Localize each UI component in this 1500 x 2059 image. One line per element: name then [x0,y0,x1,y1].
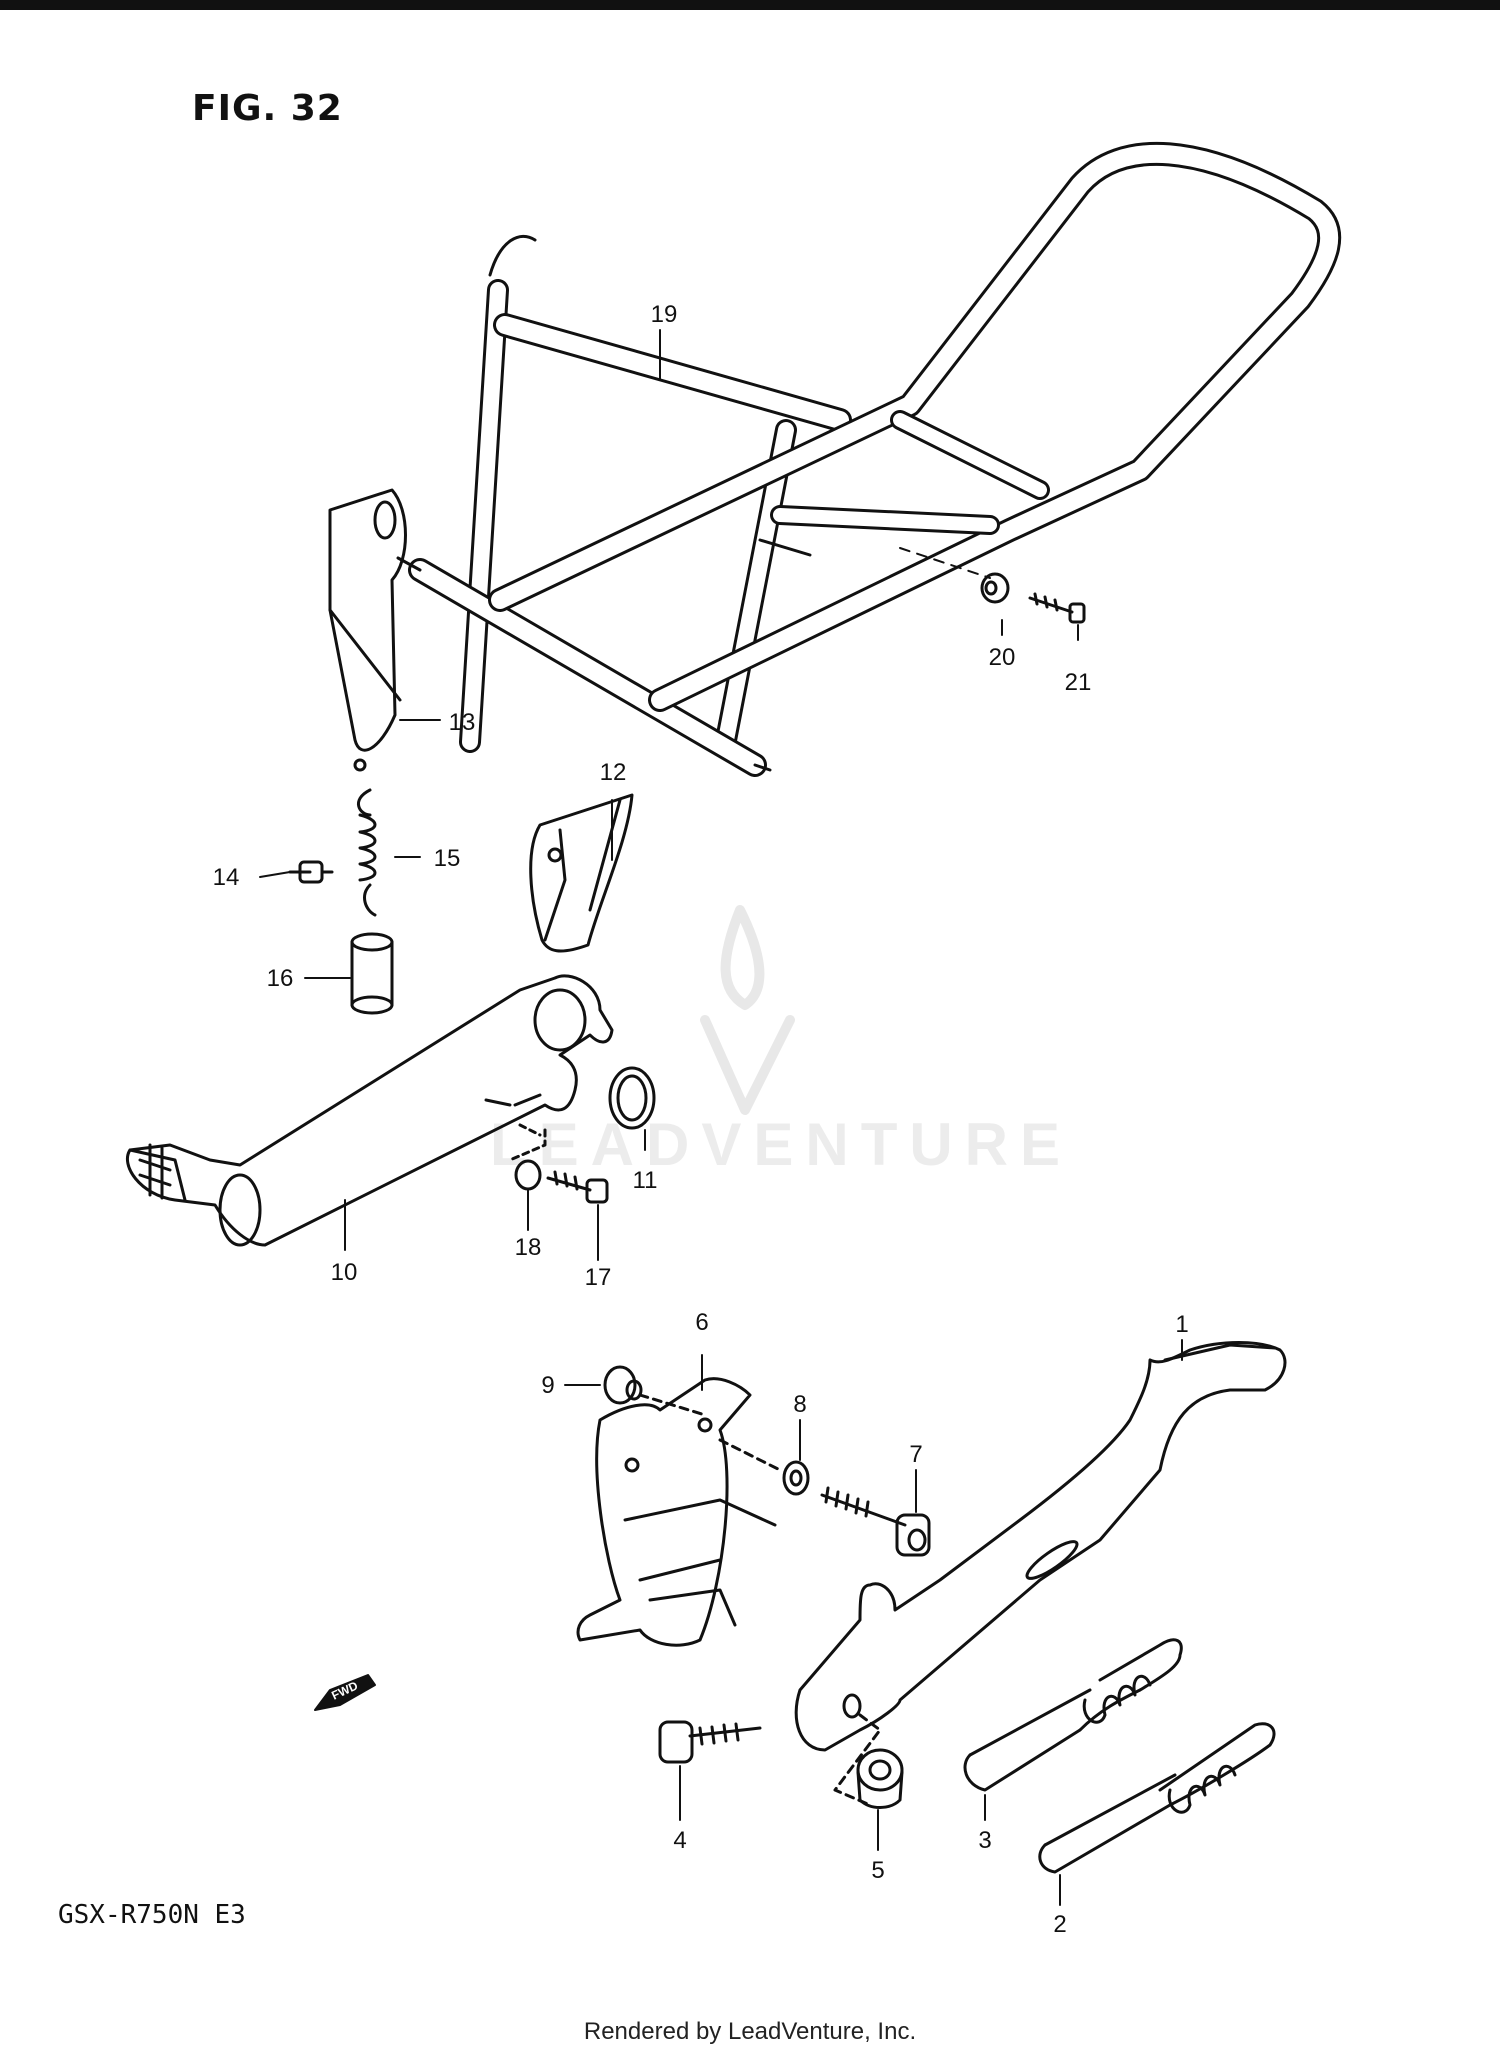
pedal-bolt [546,1170,609,1204]
figure-title: FIG. 32 [192,88,343,129]
callout-14: 14 [213,864,240,891]
side-stand-nut [856,1748,904,1809]
callout-20: 20 [989,644,1016,671]
callout-18: 18 [515,1234,542,1261]
stopper-bolt [1028,592,1086,624]
callout-11: 11 [633,1167,658,1194]
callout-15: 15 [434,845,461,872]
model-label: GSX-R750N E3 [58,1900,246,1930]
callout-6: 6 [695,1309,708,1336]
bracket-bolt [288,860,334,884]
callout-19: 19 [651,301,678,328]
callout-17: 17 [585,1264,612,1291]
callout-12: 12 [600,759,627,786]
stand-spring-bracket [328,488,407,772]
pedal-washer [608,1066,656,1130]
callout-2: 2 [1053,1911,1066,1938]
callout-4: 4 [673,1827,686,1854]
brake-pedal [125,974,614,1247]
callout-3: 3 [978,1827,991,1854]
stand-spring-upper [963,1638,1183,1792]
stand-stopper-rubber [980,572,1010,604]
stand-spring [357,788,377,917]
callout-7: 7 [909,1441,922,1468]
stand-spring-lower [1038,1722,1276,1874]
callout-5: 5 [871,1857,884,1884]
watermark-logo [700,905,795,1115]
footer-credit: Rendered by LeadVenture, Inc. [583,2018,917,2045]
callout-13: 13 [449,709,476,736]
stand-pivot-bolt [820,1486,931,1557]
side-stand [794,1341,1287,1807]
watermark-text: LEADVENTURE [490,1111,1073,1178]
pedal-nut [514,1159,542,1191]
top-border [0,0,1500,10]
fwd-arrow [314,1674,376,1711]
pedal-collar [350,932,394,1015]
callout-1: 1 [1175,1311,1188,1338]
side-stand-bolt [658,1720,762,1764]
callout-10: 10 [331,1259,358,1286]
spring-clip [529,793,634,953]
center-stand-frame [396,141,1342,777]
bracket-nut [603,1365,707,1417]
side-stand-bracket [576,1377,777,1647]
callout-9: 9 [541,1372,554,1399]
callout-8: 8 [793,1391,806,1418]
leader-lines [259,329,1183,1906]
callout-21: 21 [1065,669,1092,696]
stand-washer [718,1438,810,1496]
callout-16: 16 [267,965,294,992]
